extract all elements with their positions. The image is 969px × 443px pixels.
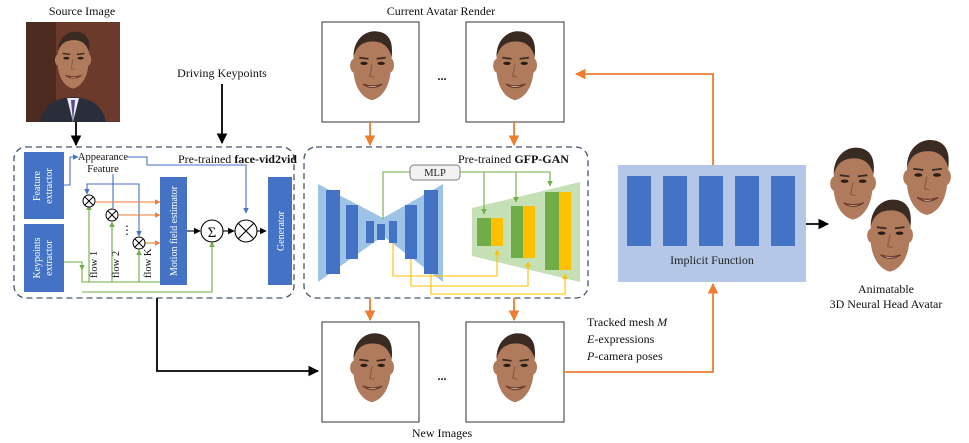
mlp-label: MLP bbox=[424, 168, 446, 179]
multiply-node-k bbox=[132, 236, 146, 250]
avatar-title-line-2: 3D Neural Head Avatar bbox=[830, 297, 943, 311]
avatar-head-1 bbox=[829, 146, 877, 221]
driving-keypoints-label: Driving Keypoints bbox=[177, 66, 267, 80]
implicit-function-panel: Implicit Function bbox=[618, 165, 806, 282]
svg-text:Σ: Σ bbox=[208, 225, 217, 241]
motion-field-estimator-label: Motion field estimator bbox=[169, 185, 180, 276]
source-image-label: Source Image bbox=[49, 4, 115, 18]
new-image-frame-1 bbox=[321, 321, 420, 423]
feature-extractor-label-2: extractor bbox=[44, 168, 55, 204]
appearance-feature-arrows bbox=[64, 154, 249, 237]
motion-field-estimator-block: Motion field estimator bbox=[160, 177, 187, 285]
render-ellipsis-top: ... bbox=[438, 69, 447, 83]
mlp-block: MLP bbox=[409, 164, 461, 181]
svg-text:E-expressions: E-expressions bbox=[586, 332, 655, 346]
facevid2vid-title: Pre-trained face-vid2vid bbox=[178, 152, 297, 166]
multiply-node-main bbox=[234, 219, 258, 243]
new-image-frame-2 bbox=[465, 321, 565, 423]
feature-extractor-block: Feature extractor bbox=[24, 152, 64, 219]
unet-encoder-decoder bbox=[318, 184, 443, 282]
gfpgan-title: Pre-trained GFP-GAN bbox=[458, 152, 569, 166]
arrow-facevid2vid-to-new-images bbox=[156, 298, 320, 377]
keypoints-extractor-block: Keypoints extractor bbox=[24, 224, 64, 292]
gfpgan-box bbox=[303, 146, 589, 299]
keypoints-extractor-label-2: extractor bbox=[44, 240, 55, 276]
flow-k-label: flow K bbox=[143, 248, 154, 278]
generator-label: Generator bbox=[276, 210, 287, 251]
current-render-frame-1 bbox=[321, 21, 420, 123]
flow-2-label: flow 2 bbox=[111, 251, 122, 278]
skip-connections bbox=[392, 243, 568, 295]
multiply-node-1 bbox=[82, 194, 96, 208]
svg-text:P-camera poses: P-camera poses bbox=[586, 349, 663, 363]
tracking-info: Tracked mesh M E-expressions P-camera po… bbox=[586, 315, 668, 363]
arrow-implicit-to-render bbox=[574, 68, 714, 165]
implicit-function-label: Implicit Function bbox=[670, 253, 754, 267]
avatar-head-3 bbox=[866, 198, 914, 273]
feature-extractor-label-1: Feature bbox=[32, 170, 43, 201]
flow-1-label: flow 1 bbox=[89, 251, 100, 278]
generator-block: Generator bbox=[268, 177, 292, 285]
warped-feature-arrows bbox=[96, 199, 161, 246]
new-images-ellipsis: ... bbox=[438, 369, 447, 383]
keypoint-flow-arrows bbox=[64, 204, 215, 293]
current-render-frame-2 bbox=[465, 21, 565, 123]
appearance-feature-label-2: Feature bbox=[87, 164, 119, 175]
keypoints-extractor-label-1: Keypoints bbox=[32, 237, 43, 278]
vertical-ellipsis: ⋮ bbox=[121, 223, 133, 237]
multiply-node-2 bbox=[105, 208, 119, 222]
arrow-new-images-to-implicit bbox=[564, 282, 719, 373]
stylegan-decoder bbox=[472, 182, 580, 282]
current-avatar-render-label: Current Avatar Render bbox=[387, 4, 495, 18]
svg-text:Tracked mesh M: Tracked mesh M bbox=[587, 315, 668, 329]
appearance-feature-label-1: Appearance bbox=[78, 152, 128, 163]
avatar-head-2 bbox=[902, 139, 952, 216]
source-photo bbox=[26, 22, 120, 122]
latent-connections bbox=[382, 171, 553, 219]
sum-node: Σ bbox=[200, 219, 224, 243]
new-images-label: New Images bbox=[412, 426, 473, 440]
avatar-title-line-1: Animatable bbox=[858, 282, 914, 296]
